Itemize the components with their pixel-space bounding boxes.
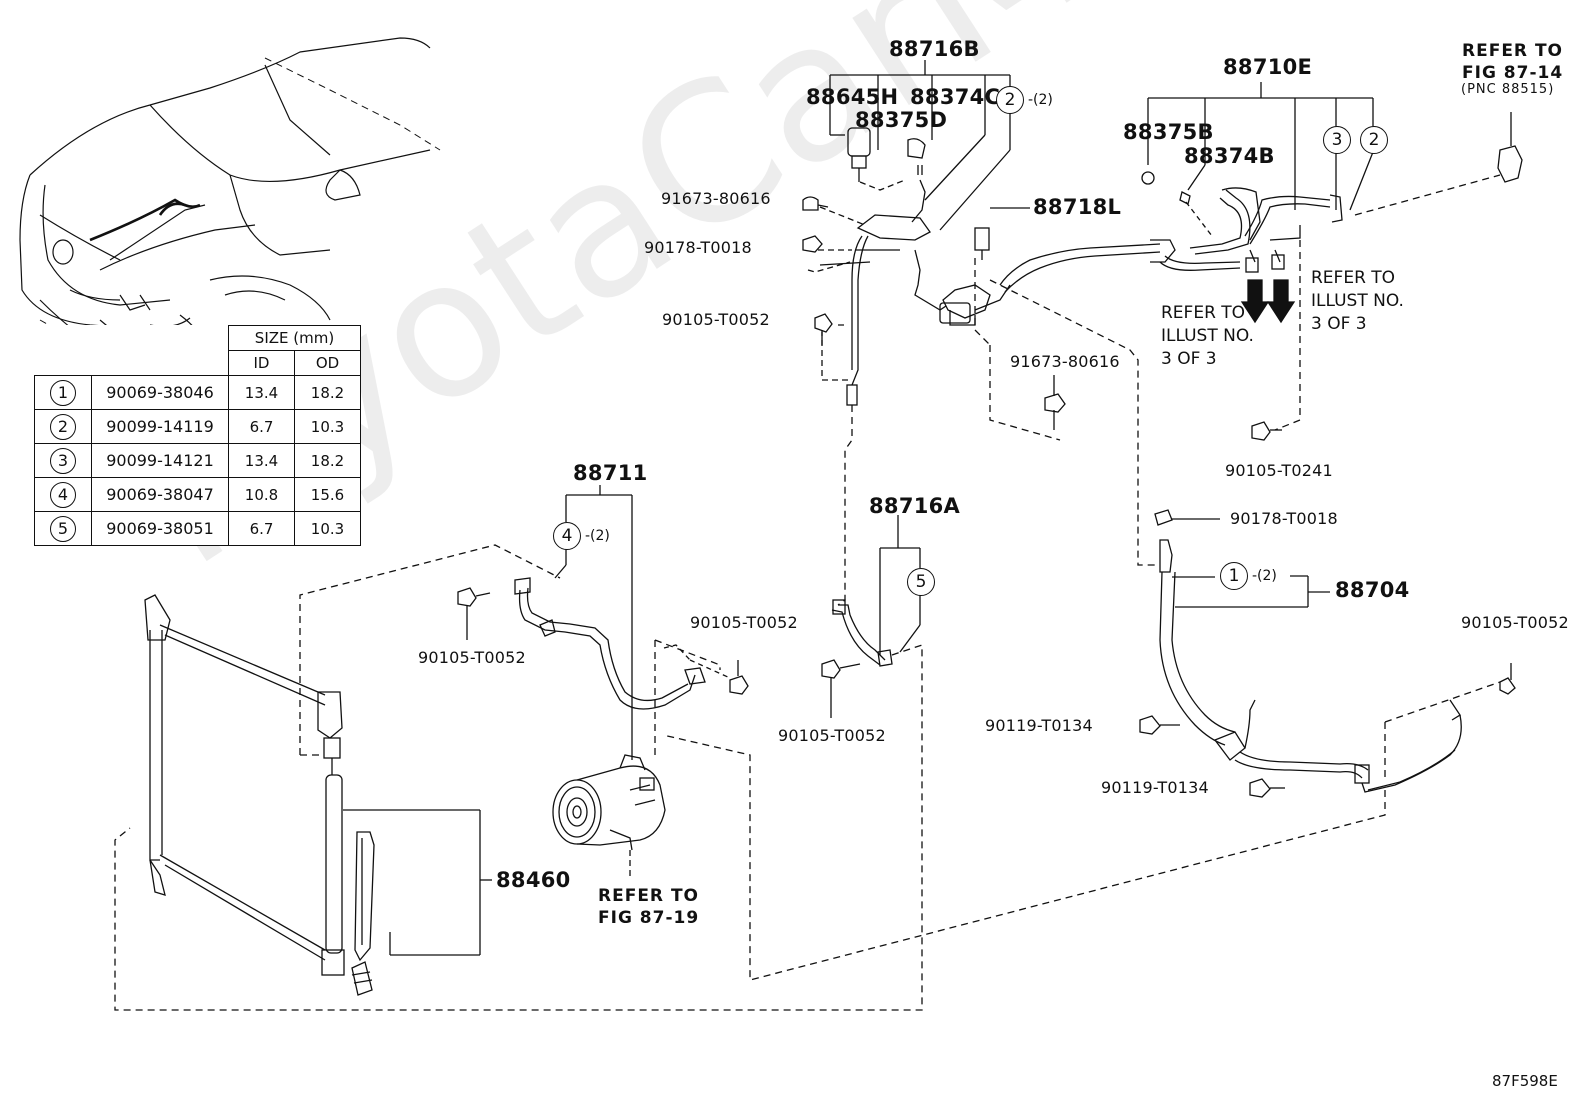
row-id: 10.8 — [228, 477, 295, 512]
label-88716b: 88716B — [889, 37, 980, 61]
col-id: ID — [228, 350, 295, 376]
label-88375d: 88375D — [855, 108, 948, 132]
bolts-top — [802, 196, 833, 345]
label-90105-top: 90105-T0052 — [662, 310, 770, 329]
label-88374c: 88374C — [910, 85, 1001, 109]
label-90119-a: 90119-T0134 — [985, 716, 1093, 735]
leader-88704 — [1175, 575, 1330, 608]
label-88711: 88711 — [573, 461, 648, 485]
row-number: 5 — [50, 515, 76, 542]
refer-illust-right: REFER TO ILLUST NO. 3 OF 3 — [1311, 268, 1404, 334]
label-88718l: 88718L — [1033, 195, 1122, 219]
label-90119-b: 90119-T0134 — [1101, 778, 1209, 797]
row-number: 4 — [50, 481, 76, 508]
label-88375b: 88375B — [1123, 120, 1214, 144]
label-88645h: 88645H — [806, 85, 899, 109]
row-id: 6.7 — [228, 409, 295, 444]
label-90105-right: 90105-T0052 — [1461, 613, 1569, 632]
label-90178-left: 90178-T0018 — [644, 238, 752, 257]
row-id: 13.4 — [228, 375, 295, 410]
row-od: 10.3 — [294, 409, 361, 444]
oring-callout-2: 2 — [1360, 126, 1388, 154]
table-row: 3 90099-14121 13.4 18.2 — [34, 443, 361, 478]
label-88460: 88460 — [496, 868, 571, 892]
oring-callout-1: 1 — [1220, 562, 1248, 590]
callout-qty: -(2) — [585, 528, 610, 544]
row-number: 2 — [50, 413, 76, 440]
compressor — [552, 754, 666, 851]
label-90105-t0241: 90105-T0241 — [1225, 461, 1333, 480]
row-od: 10.3 — [294, 511, 361, 546]
row-part: 90099-14119 — [91, 409, 229, 444]
table-row: 1 90069-38046 13.4 18.2 — [34, 375, 361, 410]
row-part: 90069-38047 — [91, 477, 229, 512]
row-od: 18.2 — [294, 443, 361, 478]
diagram-code: 87F598E — [1492, 1072, 1558, 1090]
table-row: 2 90099-14119 6.7 10.3 — [34, 409, 361, 444]
row-part: 90069-38046 — [91, 375, 229, 410]
label-90105-c: 90105-T0052 — [778, 726, 886, 745]
row-od: 18.2 — [294, 375, 361, 410]
condenser-88460 — [144, 594, 375, 996]
label-90178-right: 90178-T0018 — [1230, 509, 1338, 528]
label-91673-mid: 91673-80616 — [1010, 352, 1120, 371]
row-part: 90099-14121 — [91, 443, 229, 478]
oring-callout-3: 3 — [1323, 126, 1351, 154]
label-90105-a: 90105-T0052 — [418, 648, 526, 667]
row-part: 90069-38051 — [91, 511, 229, 546]
size-header: SIZE (mm) — [228, 325, 361, 351]
row-number: 3 — [50, 447, 76, 474]
label-88704: 88704 — [1335, 578, 1410, 602]
label-90105-b: 90105-T0052 — [690, 613, 798, 632]
label-88710e: 88710E — [1223, 55, 1313, 79]
refer-fig-87-14: REFER TO FIG 87-14 — [1462, 41, 1564, 84]
refer-illust-left: REFER TO ILLUST NO. 3 OF 3 — [1161, 303, 1254, 369]
callout-qty: -(2) — [1252, 568, 1277, 584]
table-row: 5 90069-38051 6.7 10.3 — [34, 511, 361, 546]
row-od: 15.6 — [294, 477, 361, 512]
oring-callout-4: 4 — [553, 522, 581, 550]
refer-pnc: (PNC 88515) — [1461, 82, 1555, 97]
vehicle-sketch — [19, 37, 431, 346]
row-id: 6.7 — [228, 511, 295, 546]
label-88374b: 88374B — [1184, 144, 1275, 168]
label-88716a: 88716A — [869, 494, 961, 518]
row-number: 1 — [50, 379, 76, 406]
leader-88710e — [1147, 82, 1374, 211]
leader-88716b — [829, 60, 1011, 231]
leader-88711 — [554, 485, 633, 760]
col-od: OD — [294, 350, 361, 376]
oring-size-table: SIZE (mm) ID OD 1 90069-38046 13.4 18.2 … — [34, 325, 361, 546]
oring-callout-2: 2 — [996, 86, 1024, 114]
table-row: 4 90069-38047 10.8 15.6 — [34, 477, 361, 512]
leader-88716a — [879, 515, 921, 655]
refer-fig-87-19: REFER TO FIG 87-19 — [598, 886, 700, 929]
callout-qty: -(2) — [1028, 92, 1053, 108]
leader-88460 — [343, 809, 492, 956]
label-91673-top: 91673-80616 — [661, 189, 771, 208]
oring-callout-5: 5 — [907, 568, 935, 596]
row-id: 13.4 — [228, 443, 295, 478]
